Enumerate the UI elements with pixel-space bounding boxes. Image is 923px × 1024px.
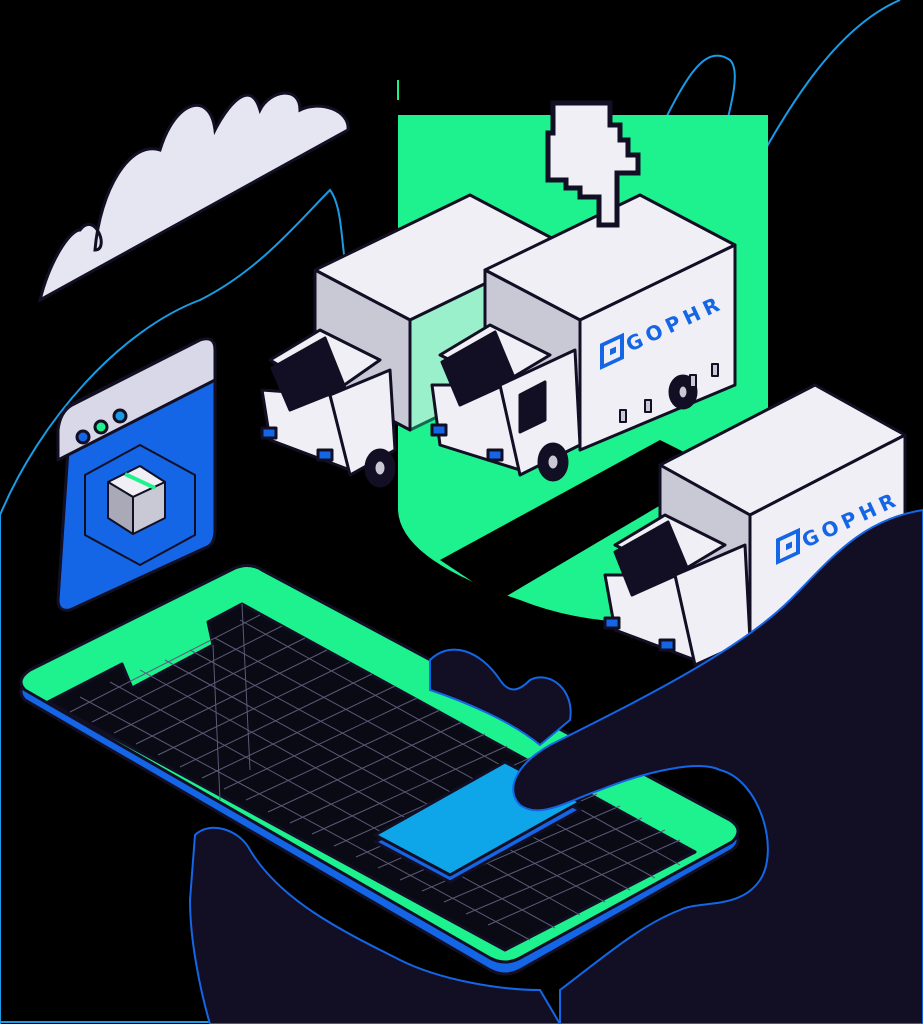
hands — [188, 508, 923, 1024]
window-dot-blue — [75, 429, 91, 445]
truck-highlighted — [430, 193, 737, 482]
browser-window — [56, 337, 217, 612]
holding-hand — [188, 826, 562, 1024]
cloud-icon — [37, 91, 350, 303]
finger-top — [429, 648, 572, 747]
smartphone — [19, 563, 740, 976]
window-dot-cyan — [112, 408, 128, 424]
gophr-logo-icon — [776, 527, 800, 565]
screen-grid — [69, 603, 681, 941]
pointer-hand-cursor-icon — [545, 100, 641, 228]
window-dot-green — [93, 419, 109, 435]
gophr-logo-icon — [600, 332, 624, 370]
phone-screen — [46, 602, 697, 952]
pointing-hand — [512, 508, 923, 1024]
parcel-box-icon — [84, 444, 196, 566]
road-shadow — [440, 440, 720, 600]
truck-tabs — [619, 363, 719, 423]
